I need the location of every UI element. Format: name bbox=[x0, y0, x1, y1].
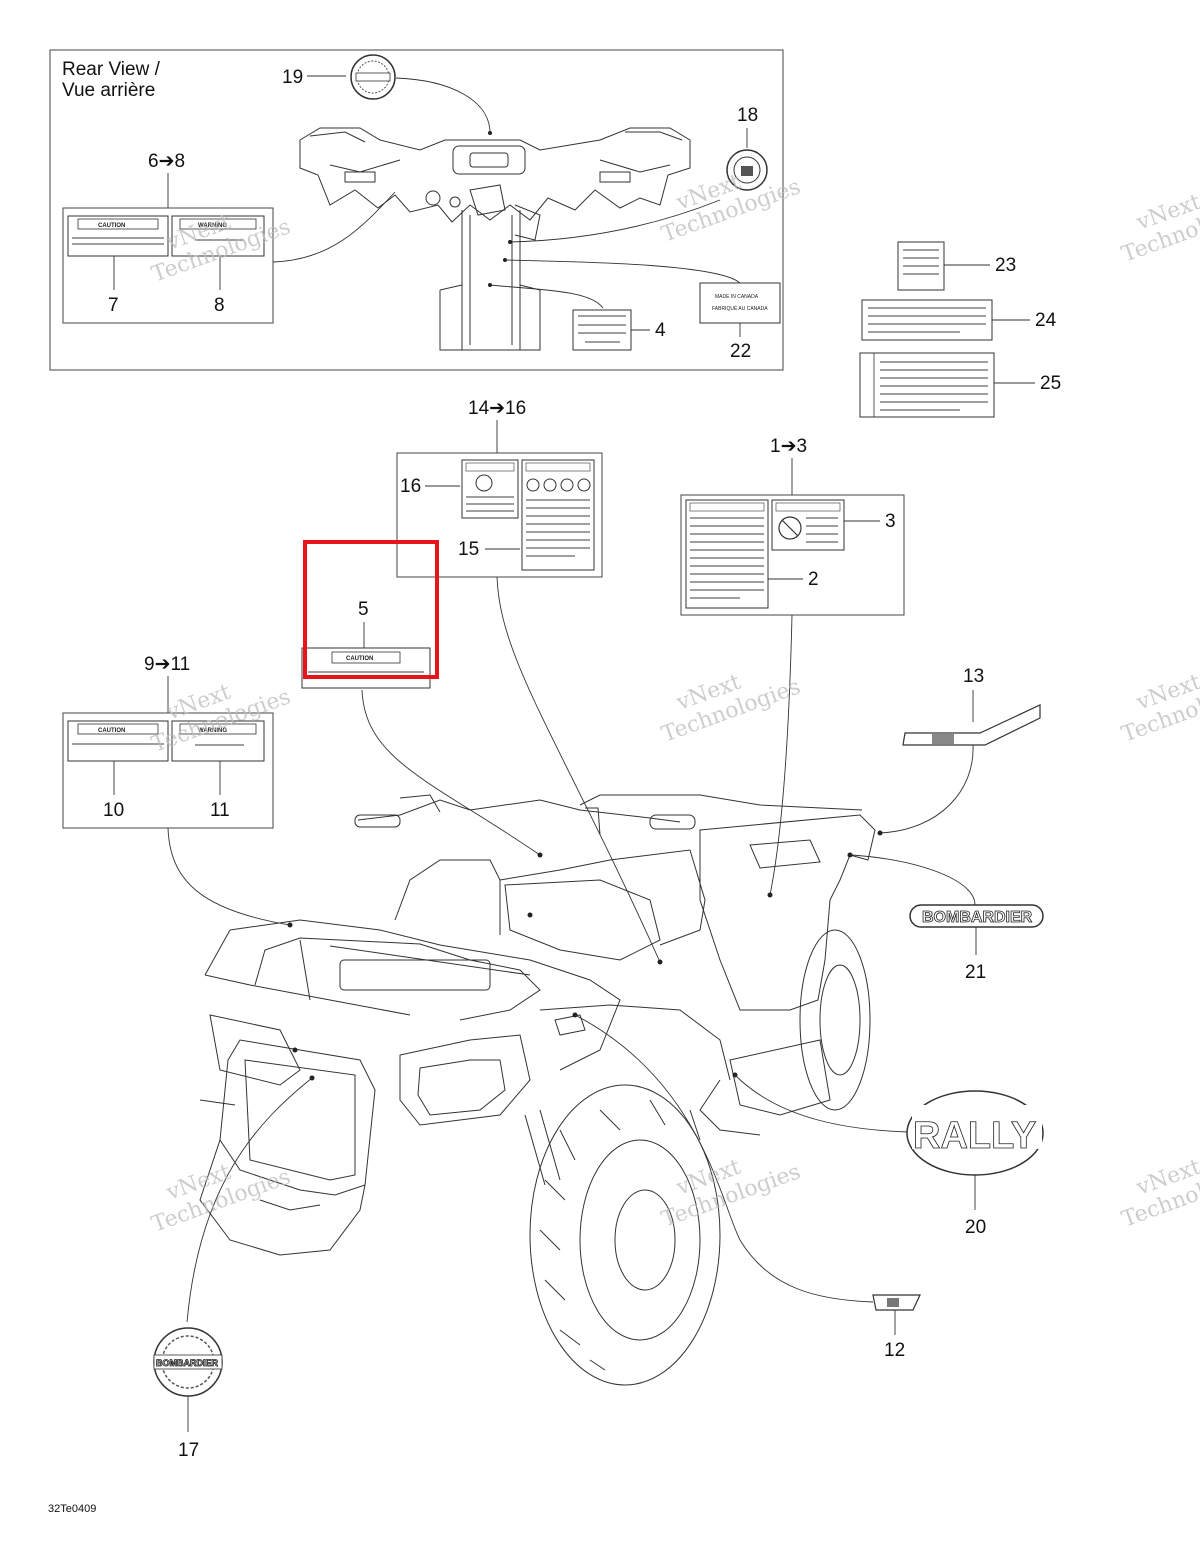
callout-20: 20 bbox=[965, 1217, 986, 1238]
svg-text:WARNING: WARNING bbox=[198, 223, 227, 229]
callout-21: 21 bbox=[965, 962, 986, 983]
callout-14-16: 14➔16 bbox=[468, 398, 526, 419]
callout-2: 2 bbox=[808, 569, 819, 590]
callout-8: 8 bbox=[214, 295, 225, 316]
callout-11: 11 bbox=[210, 800, 230, 821]
callout-3: 3 bbox=[885, 511, 896, 532]
callout-1-3: 1➔3 bbox=[770, 436, 807, 457]
svg-text:BOMBARDIER: BOMBARDIER bbox=[156, 1358, 218, 1368]
rear-view-subtitle: Vue arrière bbox=[62, 80, 155, 101]
rear-view-title: Rear View / bbox=[62, 59, 161, 80]
callout-5: 5 bbox=[358, 599, 369, 620]
callout-17: 17 bbox=[178, 1440, 199, 1461]
drawing-code: 32Te0409 bbox=[48, 1503, 96, 1515]
callout-10: 10 bbox=[103, 800, 124, 821]
callout-23: 23 bbox=[995, 255, 1016, 276]
decal-group-6-8 bbox=[62, 207, 274, 324]
decal-21-bombardier bbox=[909, 904, 1044, 928]
highlight-box-5 bbox=[303, 540, 439, 679]
callout-12: 12 bbox=[884, 1340, 905, 1361]
svg-text:CAUTION: CAUTION bbox=[98, 223, 125, 229]
decal-2-warning bbox=[685, 499, 769, 609]
callout-13: 13 bbox=[963, 666, 984, 687]
decal-25 bbox=[859, 352, 995, 418]
decal-13-strip bbox=[902, 704, 1041, 746]
callout-7: 7 bbox=[108, 295, 119, 316]
callout-25: 25 bbox=[1040, 373, 1061, 394]
svg-text:BOMBARDIER: BOMBARDIER bbox=[922, 909, 1033, 926]
svg-text:RALLY: RALLY bbox=[913, 1115, 1036, 1157]
svg-text:CAUTION: CAUTION bbox=[98, 728, 125, 734]
callout-9-11: 9➔11 bbox=[144, 654, 190, 675]
callout-16: 16 bbox=[400, 476, 421, 497]
atv-drawing bbox=[199, 794, 876, 1386]
callout-24: 24 bbox=[1035, 310, 1057, 331]
svg-text:CAUTION: CAUTION bbox=[346, 656, 373, 662]
decal-15-warning bbox=[521, 459, 595, 571]
svg-text:FABRIQUÉ AU CANADA: FABRIQUÉ AU CANADA bbox=[712, 305, 768, 312]
svg-text:WARNING: WARNING bbox=[198, 728, 227, 734]
callout-19: 19 bbox=[282, 67, 303, 88]
callout-22: 22 bbox=[730, 341, 751, 362]
decal-group-14-16 bbox=[396, 452, 603, 578]
callout-4: 4 bbox=[655, 320, 666, 341]
svg-text:MADE IN CANADA: MADE IN CANADA bbox=[715, 294, 759, 300]
callout-6-8: 6➔8 bbox=[148, 151, 185, 172]
callout-18: 18 bbox=[737, 105, 758, 126]
callout-15: 15 bbox=[458, 539, 479, 560]
decal-group-1-3 bbox=[680, 494, 905, 616]
decal-24 bbox=[861, 299, 993, 341]
rear-view-panel bbox=[49, 49, 784, 371]
decal-22-made-in-canada bbox=[699, 282, 781, 324]
